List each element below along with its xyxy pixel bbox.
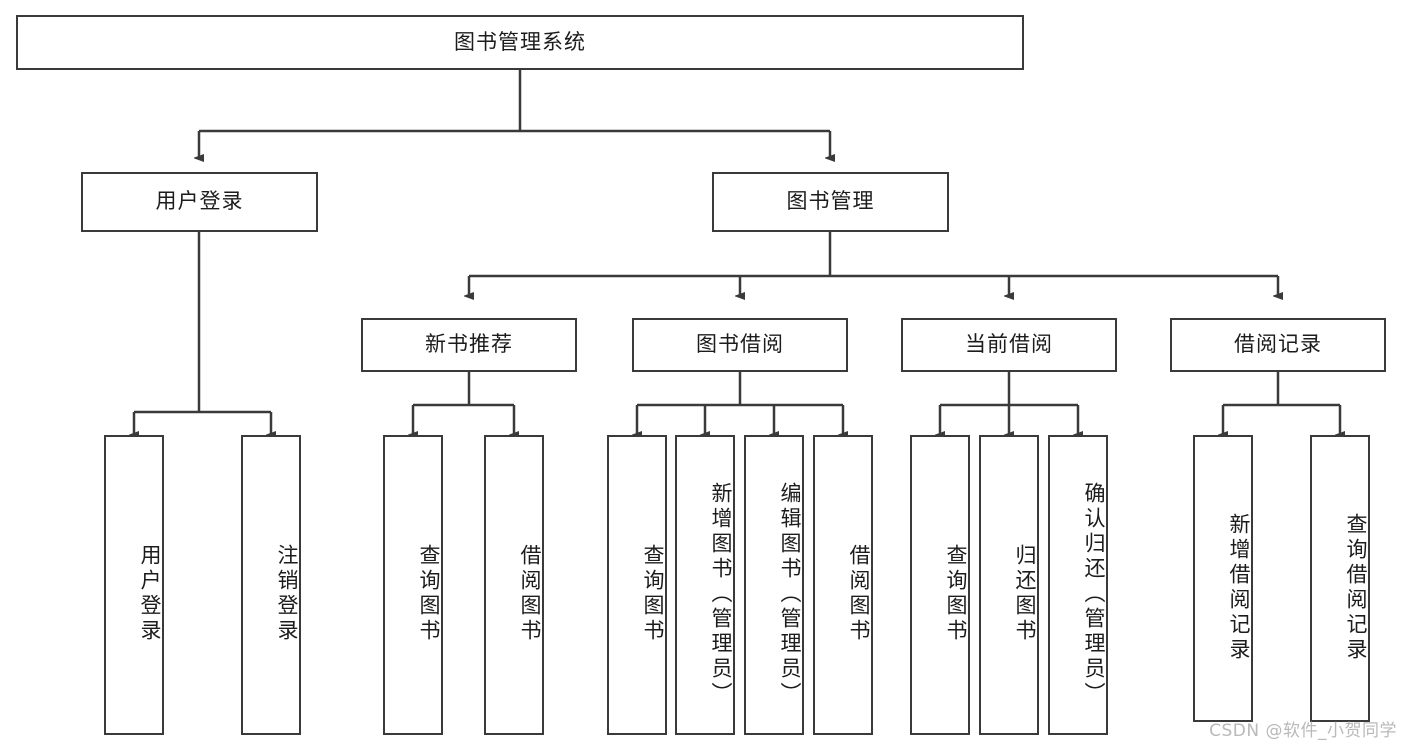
node-book-management-label: 图书管理 <box>786 189 875 214</box>
leaf-user-login-logout[interactable]: 注销登录 <box>241 435 301 735</box>
node-new-book-recommend[interactable]: 新书推荐 <box>361 318 577 372</box>
node-book-borrow-label: 图书借阅 <box>696 332 784 357</box>
node-new-book-recommend-label: 新书推荐 <box>425 332 513 357</box>
leaf-label: 用户登录 <box>138 544 162 644</box>
leaf-borrow-record-query-record[interactable]: 查询借阅记录 <box>1310 435 1370 722</box>
leaf-label: 新增借阅记录 <box>1227 512 1251 663</box>
node-borrow-record-label: 借阅记录 <box>1234 332 1322 357</box>
leaf-current-borrow-return-book[interactable]: 归还图书 <box>979 435 1039 735</box>
leaf-label: 编辑图书（管理员） <box>778 481 802 707</box>
leaf-book-borrow-edit-book-admin[interactable]: 编辑图书（管理员） <box>744 435 804 735</box>
leaf-label: 查询图书 <box>417 544 441 644</box>
csdn-watermark: CSDN @软件_小贺同学 <box>1209 721 1397 741</box>
node-current-borrow[interactable]: 当前借阅 <box>901 318 1117 372</box>
leaf-label: 注销登录 <box>275 544 299 644</box>
leaf-label: 查询借阅记录 <box>1344 512 1368 663</box>
leaf-label: 查询图书 <box>944 544 968 644</box>
leaf-book-borrow-query-book[interactable]: 查询图书 <box>607 435 667 735</box>
node-book-management[interactable]: 图书管理 <box>712 172 949 232</box>
node-user-login-label: 用户登录 <box>155 189 244 214</box>
leaf-book-borrow-add-book-admin[interactable]: 新增图书（管理员） <box>675 435 735 735</box>
leaf-user-login-login[interactable]: 用户登录 <box>104 435 164 735</box>
node-current-borrow-label: 当前借阅 <box>965 332 1053 357</box>
leaf-new-book-query-book[interactable]: 查询图书 <box>383 435 443 735</box>
node-book-borrow[interactable]: 图书借阅 <box>632 318 848 372</box>
leaf-label: 借阅图书 <box>518 544 542 644</box>
leaf-label: 确认归还（管理员） <box>1082 481 1106 707</box>
leaf-borrow-record-add-record[interactable]: 新增借阅记录 <box>1193 435 1253 722</box>
leaf-current-borrow-query-book[interactable]: 查询图书 <box>910 435 970 735</box>
leaf-label: 借阅图书 <box>847 544 871 644</box>
leaf-book-borrow-borrow-book[interactable]: 借阅图书 <box>813 435 873 735</box>
node-borrow-record[interactable]: 借阅记录 <box>1170 318 1386 372</box>
leaf-label: 归还图书 <box>1013 544 1037 644</box>
node-root[interactable]: 图书管理系统 <box>16 15 1024 70</box>
node-user-login[interactable]: 用户登录 <box>81 172 318 232</box>
leaf-new-book-borrow-book[interactable]: 借阅图书 <box>484 435 544 735</box>
leaf-label: 新增图书（管理员） <box>709 481 733 707</box>
node-root-label: 图书管理系统 <box>454 29 586 54</box>
leaf-label: 查询图书 <box>641 544 665 644</box>
leaf-current-borrow-confirm-return-admin[interactable]: 确认归还（管理员） <box>1048 435 1108 735</box>
